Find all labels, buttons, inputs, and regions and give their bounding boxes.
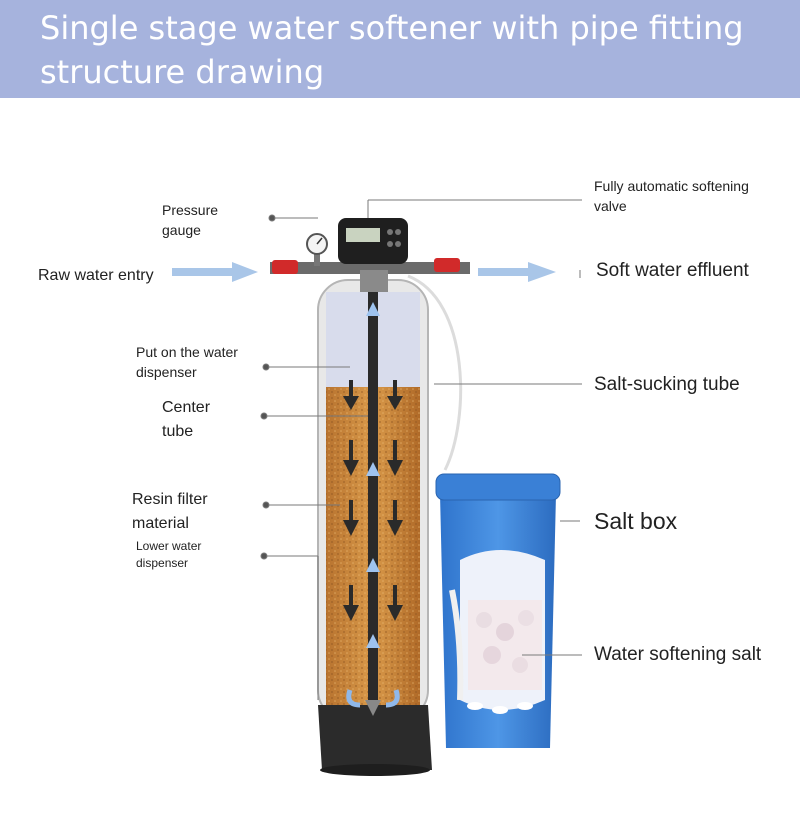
label-raw-water-entry: Raw water entry	[38, 267, 154, 284]
label-water-softening-salt: Water softening salt	[594, 644, 762, 665]
label-fully-automatic-valve: Fully automatic softening valve	[594, 178, 749, 214]
title-banner: Single stage water softener with pipe fi…	[0, 0, 800, 98]
label-center-tube: Center tube	[162, 399, 211, 440]
pressure-gauge	[306, 233, 328, 266]
label-soft-water-effluent: Soft water effluent	[596, 260, 749, 281]
center-tube	[368, 292, 378, 702]
raw-water-arrow	[172, 262, 258, 282]
flow-down-arrows	[343, 380, 403, 621]
label-salt-box: Salt box	[594, 508, 678, 534]
soft-water-arrow	[478, 262, 556, 282]
valve-handle-right	[434, 258, 460, 272]
salt-box	[435, 473, 561, 748]
salt-sucking-tube	[407, 274, 463, 471]
label-resin-filter-material: Resin filter material	[132, 491, 208, 532]
lower-dispenser	[346, 689, 400, 716]
label-put-on-water-dispenser: Put on the water dispenser	[136, 344, 238, 380]
control-valve-head	[338, 218, 408, 264]
valve-handle-left	[272, 260, 298, 274]
page-title: Single stage water softener with pipe fi…	[40, 9, 744, 91]
label-lower-water-dispenser: Lower water dispenser	[136, 539, 202, 570]
label-pressure-gauge: Pressure gauge	[162, 202, 219, 238]
label-salt-sucking-tube: Salt-sucking tube	[594, 374, 740, 395]
